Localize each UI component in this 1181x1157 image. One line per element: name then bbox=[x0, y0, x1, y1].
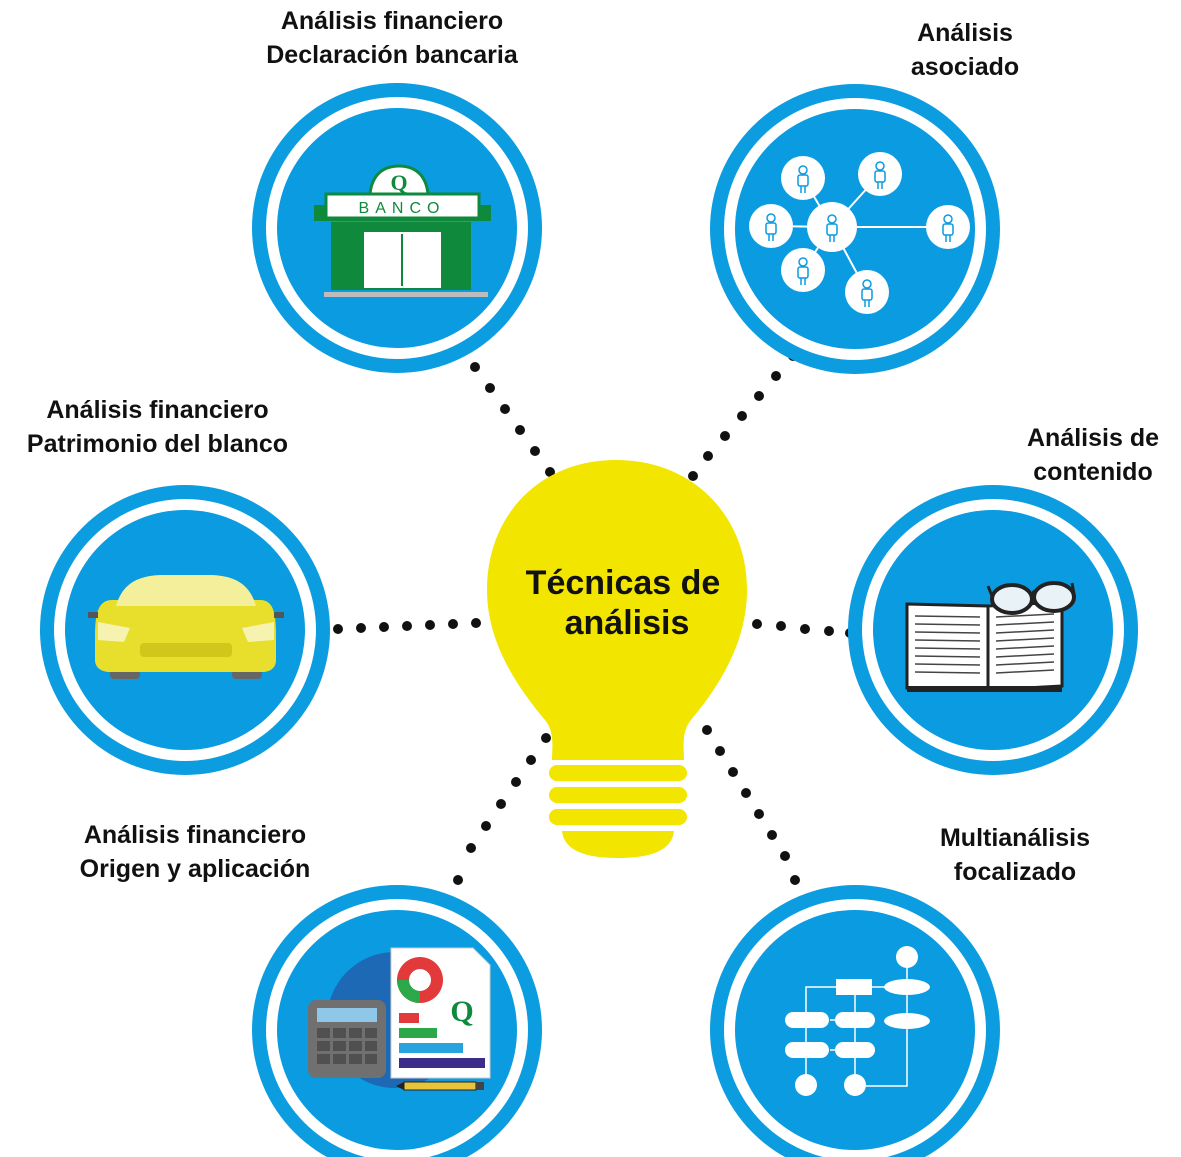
label-network-line2: asociado bbox=[910, 53, 1020, 81]
flowchart-icon bbox=[785, 946, 930, 1096]
label-book-line2: contenido bbox=[1033, 458, 1153, 486]
label-book: Análisis de contenido bbox=[1008, 421, 1178, 489]
label-flow-line2: focalizado bbox=[953, 858, 1077, 886]
label-flow: Multianálisis focalizado bbox=[905, 821, 1125, 889]
connector-book bbox=[752, 619, 855, 638]
person-node-5 bbox=[781, 248, 825, 292]
bulb: Técnicas de análisis bbox=[487, 460, 747, 858]
label-report: Análisis financiero Origen y aplicación bbox=[50, 818, 340, 886]
book-glasses-icon bbox=[905, 581, 1076, 692]
bank-letter: Q bbox=[390, 170, 407, 195]
person-node-1 bbox=[781, 156, 825, 200]
label-network-line1: Análisis bbox=[917, 19, 1013, 47]
glasses bbox=[986, 581, 1076, 615]
person-node-4 bbox=[926, 205, 970, 249]
person-node-3 bbox=[749, 204, 793, 248]
label-flow-line1: Multianálisis bbox=[939, 824, 1091, 852]
center-title-line2: análisis bbox=[565, 604, 690, 642]
connector-network bbox=[688, 351, 798, 481]
calculator-report-icon: Q bbox=[308, 947, 491, 1091]
person-node-6 bbox=[845, 270, 889, 314]
bank-sign: BANCO bbox=[359, 200, 446, 217]
label-car: Análisis financiero Patrimonio del blanc… bbox=[0, 393, 315, 461]
bulb-glass bbox=[487, 460, 747, 760]
car-icon bbox=[88, 575, 284, 679]
connector-car bbox=[333, 618, 481, 634]
node-book bbox=[848, 485, 1138, 775]
node-network bbox=[710, 84, 1000, 374]
label-book-line1: Análisis de bbox=[1027, 424, 1159, 452]
person-node-center bbox=[807, 202, 857, 252]
bulb-base-ring-1 bbox=[549, 765, 687, 781]
person-node-2 bbox=[858, 152, 902, 196]
report-letter: Q bbox=[450, 995, 473, 1028]
bulb-base-ring-3 bbox=[549, 809, 687, 825]
label-car-line1: Análisis financiero bbox=[46, 396, 269, 424]
node-flow bbox=[710, 885, 1000, 1157]
center-title-line1: Técnicas de bbox=[526, 564, 721, 602]
label-bank-line1: Análisis financiero bbox=[280, 7, 504, 35]
label-report-line2: Origen y aplicación bbox=[79, 855, 311, 883]
label-bank: Análisis financiero Declaración bancaria bbox=[222, 4, 562, 72]
bulb-base-tip bbox=[562, 831, 674, 858]
network-nodes bbox=[749, 152, 970, 314]
label-report-line1: Análisis financiero bbox=[83, 821, 307, 849]
label-network: Análisis asociado bbox=[860, 16, 1070, 84]
node-report: Q bbox=[252, 885, 542, 1157]
label-bank-line2: Declaración bancaria bbox=[266, 41, 518, 69]
bulb-base-ring-2 bbox=[549, 787, 687, 803]
node-car bbox=[40, 485, 330, 775]
bank-icon: Q BANCO bbox=[314, 164, 491, 297]
connector-flow bbox=[702, 725, 800, 885]
node-bank: Q BANCO bbox=[252, 83, 542, 373]
label-car-line2: Patrimonio del blanco bbox=[26, 430, 289, 458]
connector-report bbox=[453, 733, 551, 885]
